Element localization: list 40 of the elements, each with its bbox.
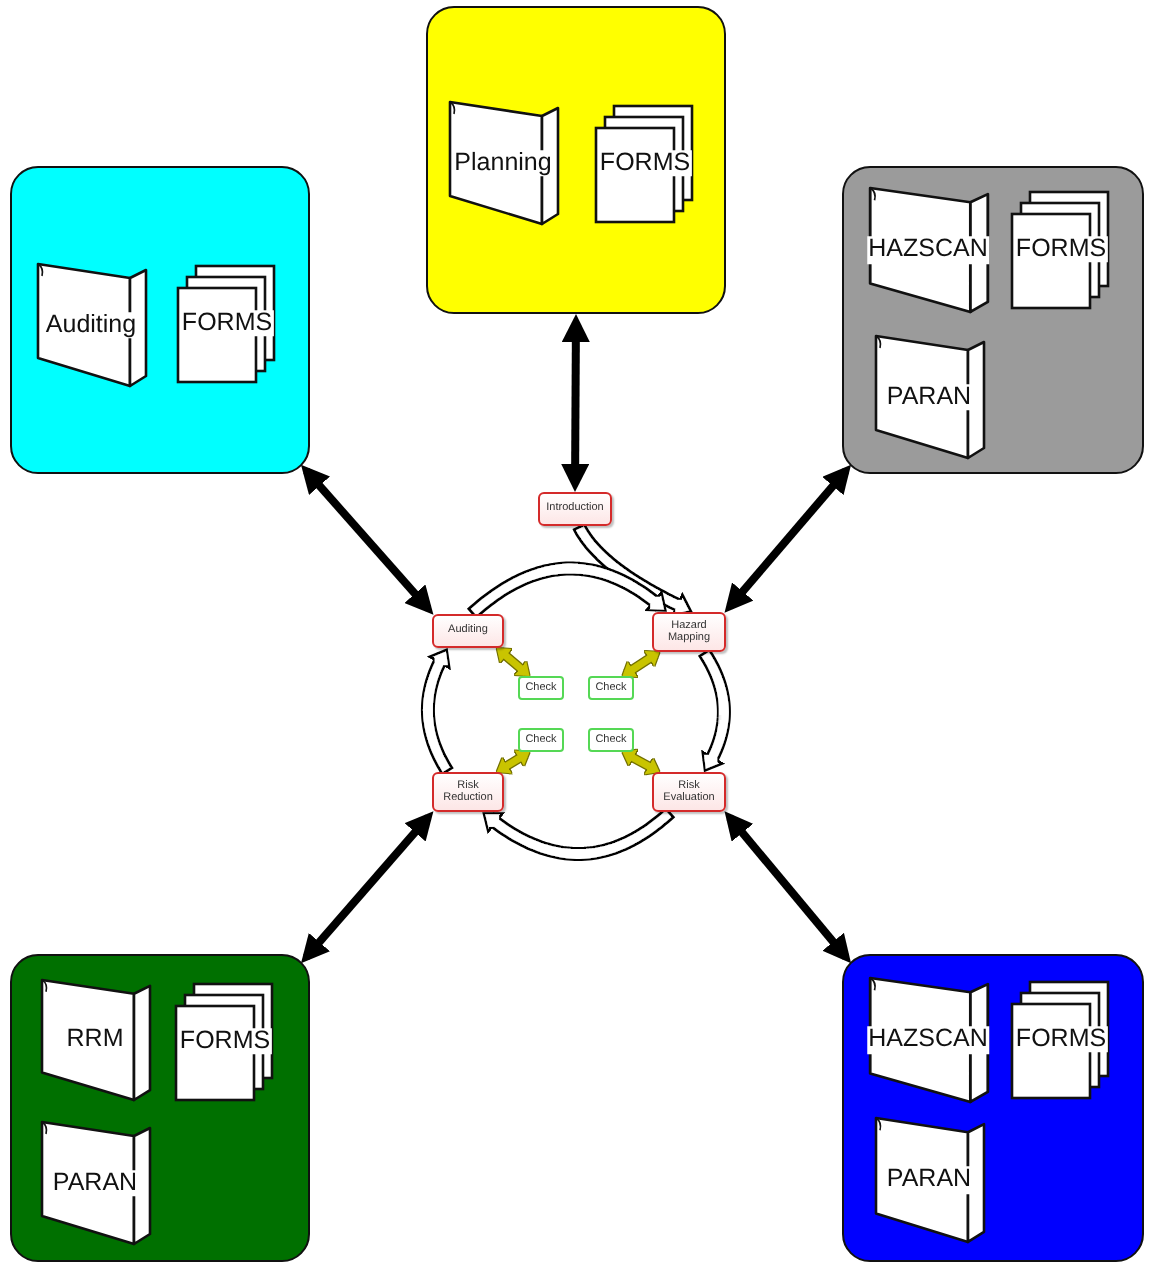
forms-title: FORMS bbox=[180, 309, 274, 337]
check-node bbox=[518, 728, 564, 752]
book-title: PARAN bbox=[885, 1166, 973, 1194]
forms-title: FORMS bbox=[1014, 235, 1108, 263]
check-arrow bbox=[496, 648, 530, 676]
process-box bbox=[652, 612, 726, 652]
flow-arrow bbox=[420, 647, 454, 777]
flow-arrow bbox=[466, 561, 667, 620]
book-title: HAZSCAN bbox=[867, 1026, 989, 1054]
double-arrow bbox=[724, 464, 852, 613]
double-arrow bbox=[301, 811, 434, 964]
document-panel bbox=[842, 166, 1144, 474]
forms-title: FORMS bbox=[598, 149, 692, 177]
book-title: Auditing bbox=[44, 311, 138, 339]
forms-title: FORMS bbox=[178, 1027, 272, 1055]
check-arrow bbox=[622, 651, 660, 677]
document-panel bbox=[10, 954, 310, 1262]
document-panel bbox=[426, 6, 726, 314]
book-title: PARAN bbox=[885, 383, 973, 411]
book-title: HAZSCAN bbox=[867, 236, 989, 264]
check-arrow bbox=[496, 750, 530, 774]
flow-arrow bbox=[572, 520, 693, 618]
double-arrow bbox=[724, 811, 852, 964]
check-node bbox=[588, 676, 634, 700]
check-node bbox=[518, 676, 564, 700]
process-box bbox=[432, 614, 504, 648]
flow-arrow bbox=[697, 647, 731, 773]
process-box bbox=[538, 492, 612, 526]
document-panel bbox=[10, 166, 310, 474]
check-node bbox=[588, 728, 634, 752]
process-box bbox=[432, 772, 504, 812]
book-title: PARAN bbox=[51, 1169, 139, 1197]
document-panel bbox=[842, 954, 1144, 1262]
process-box bbox=[652, 772, 726, 812]
forms-title: FORMS bbox=[1014, 1025, 1108, 1053]
double-arrow bbox=[301, 464, 434, 615]
double-arrow bbox=[561, 314, 590, 492]
check-arrow bbox=[622, 749, 660, 775]
flow-arrow bbox=[482, 806, 676, 861]
book-title: Planning bbox=[453, 149, 553, 177]
